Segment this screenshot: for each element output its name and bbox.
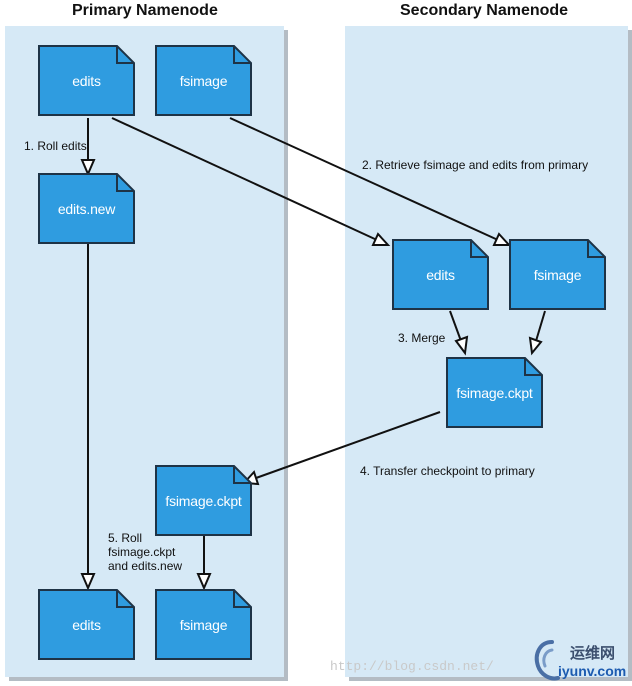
step-5-roll-ckpt: 5. Roll fsimage.ckpt and edits.new — [108, 531, 182, 573]
primary-ckpt-label: fsimage.ckpt — [165, 492, 242, 509]
secondary-fsimage-file: fsimage — [509, 239, 606, 310]
step-3-merge: 3. Merge — [398, 331, 446, 345]
secondary-fsimage-label: fsimage — [533, 266, 582, 283]
secondary-ckpt-label: fsimage.ckpt — [456, 384, 533, 401]
secondary-namenode-heading: Secondary Namenode — [400, 2, 569, 19]
arrowhead-edits-new-to-edits — [80, 573, 96, 591]
secondary-edits-label: edits — [426, 266, 455, 283]
blog-url-watermark: http://blog.csdn.net/ — [330, 659, 494, 674]
arrowhead-merge-fsimage — [528, 336, 543, 356]
step-5-line-1: 5. Roll — [108, 531, 143, 545]
arrow-merge-edits — [449, 310, 462, 342]
arrowhead-merge-edits — [454, 335, 469, 356]
arrowhead-edits-to-secondary — [371, 232, 391, 246]
primary-edits-file: edits — [38, 45, 135, 116]
arrowhead-fsimage-to-secondary — [492, 232, 512, 246]
primary-edits-new-file: edits.new — [38, 173, 135, 244]
primary-fsimage-file: fsimage — [155, 45, 252, 116]
secondary-namenode-panel — [345, 26, 628, 677]
final-fsimage-label: fsimage — [179, 616, 228, 633]
arrowhead-ckpt-to-fsimage — [196, 573, 212, 591]
arrow-edits-to-secondary — [111, 117, 378, 241]
primary-ckpt-file: fsimage.ckpt — [155, 465, 252, 536]
secondary-ckpt-file: fsimage.ckpt — [446, 357, 543, 428]
arrow-merge-fsimage — [535, 310, 546, 342]
swirl-icon — [534, 640, 560, 681]
final-edits-file: edits — [38, 589, 135, 660]
final-fsimage-file: fsimage — [155, 589, 252, 660]
logo-domain: iyunv.com — [558, 663, 627, 679]
step-4-transfer: 4. Transfer checkpoint to primary — [360, 464, 535, 478]
primary-namenode-heading: Primary Namenode — [72, 2, 218, 19]
primary-fsimage-label: fsimage — [179, 72, 228, 89]
arrowhead-roll-edits — [80, 159, 96, 177]
step-2-retrieve: 2. Retrieve fsimage and edits from prima… — [362, 158, 589, 172]
step-5-line-2: fsimage.ckpt — [108, 545, 176, 559]
arrow-transfer-checkpoint — [255, 411, 441, 479]
primary-edits-label: edits — [72, 72, 101, 89]
arrow-fsimage-to-secondary — [229, 117, 499, 241]
final-edits-label: edits — [72, 616, 101, 633]
primary-namenode-panel — [5, 26, 284, 677]
primary-edits-new-label: edits.new — [57, 200, 116, 217]
secondary-edits-file: edits — [392, 239, 489, 310]
step-1-roll-edits: 1. Roll edits — [24, 139, 87, 153]
step-5-line-3: and edits.new — [108, 559, 183, 573]
logo-text: 运维网 — [570, 644, 616, 662]
iyunv-logo: 运维网 iyunv.com — [532, 638, 630, 684]
